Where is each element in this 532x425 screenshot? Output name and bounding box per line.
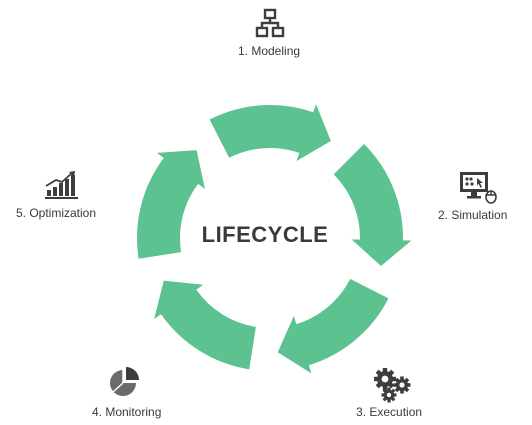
arrow-optimization-to-modeling	[136, 150, 205, 259]
monitor-simulation-icon	[458, 170, 498, 204]
stage-label-execution: 3. Execution	[356, 405, 423, 419]
stage-label-simulation: 2. Simulation	[438, 208, 508, 222]
growth-bar-chart-icon	[44, 170, 80, 200]
arrow-simulation-to-execution	[333, 143, 412, 266]
hierarchy-icon	[255, 8, 285, 38]
gears-icon	[372, 367, 412, 403]
center-title: LIFECYCLE	[201, 222, 329, 247]
arrow-monitoring-to-optimization	[154, 280, 256, 370]
stage-label-optimization: 5. Optimization	[16, 206, 97, 220]
stage-label-monitoring: 4. Monitoring	[92, 405, 162, 419]
pie-chart-icon	[108, 366, 144, 400]
cycle-arrows	[136, 104, 412, 374]
arrow-execution-to-monitoring	[277, 278, 389, 374]
arrow-modeling-to-simulation	[209, 104, 331, 161]
stage-label-modeling: 1. Modeling	[238, 44, 301, 58]
